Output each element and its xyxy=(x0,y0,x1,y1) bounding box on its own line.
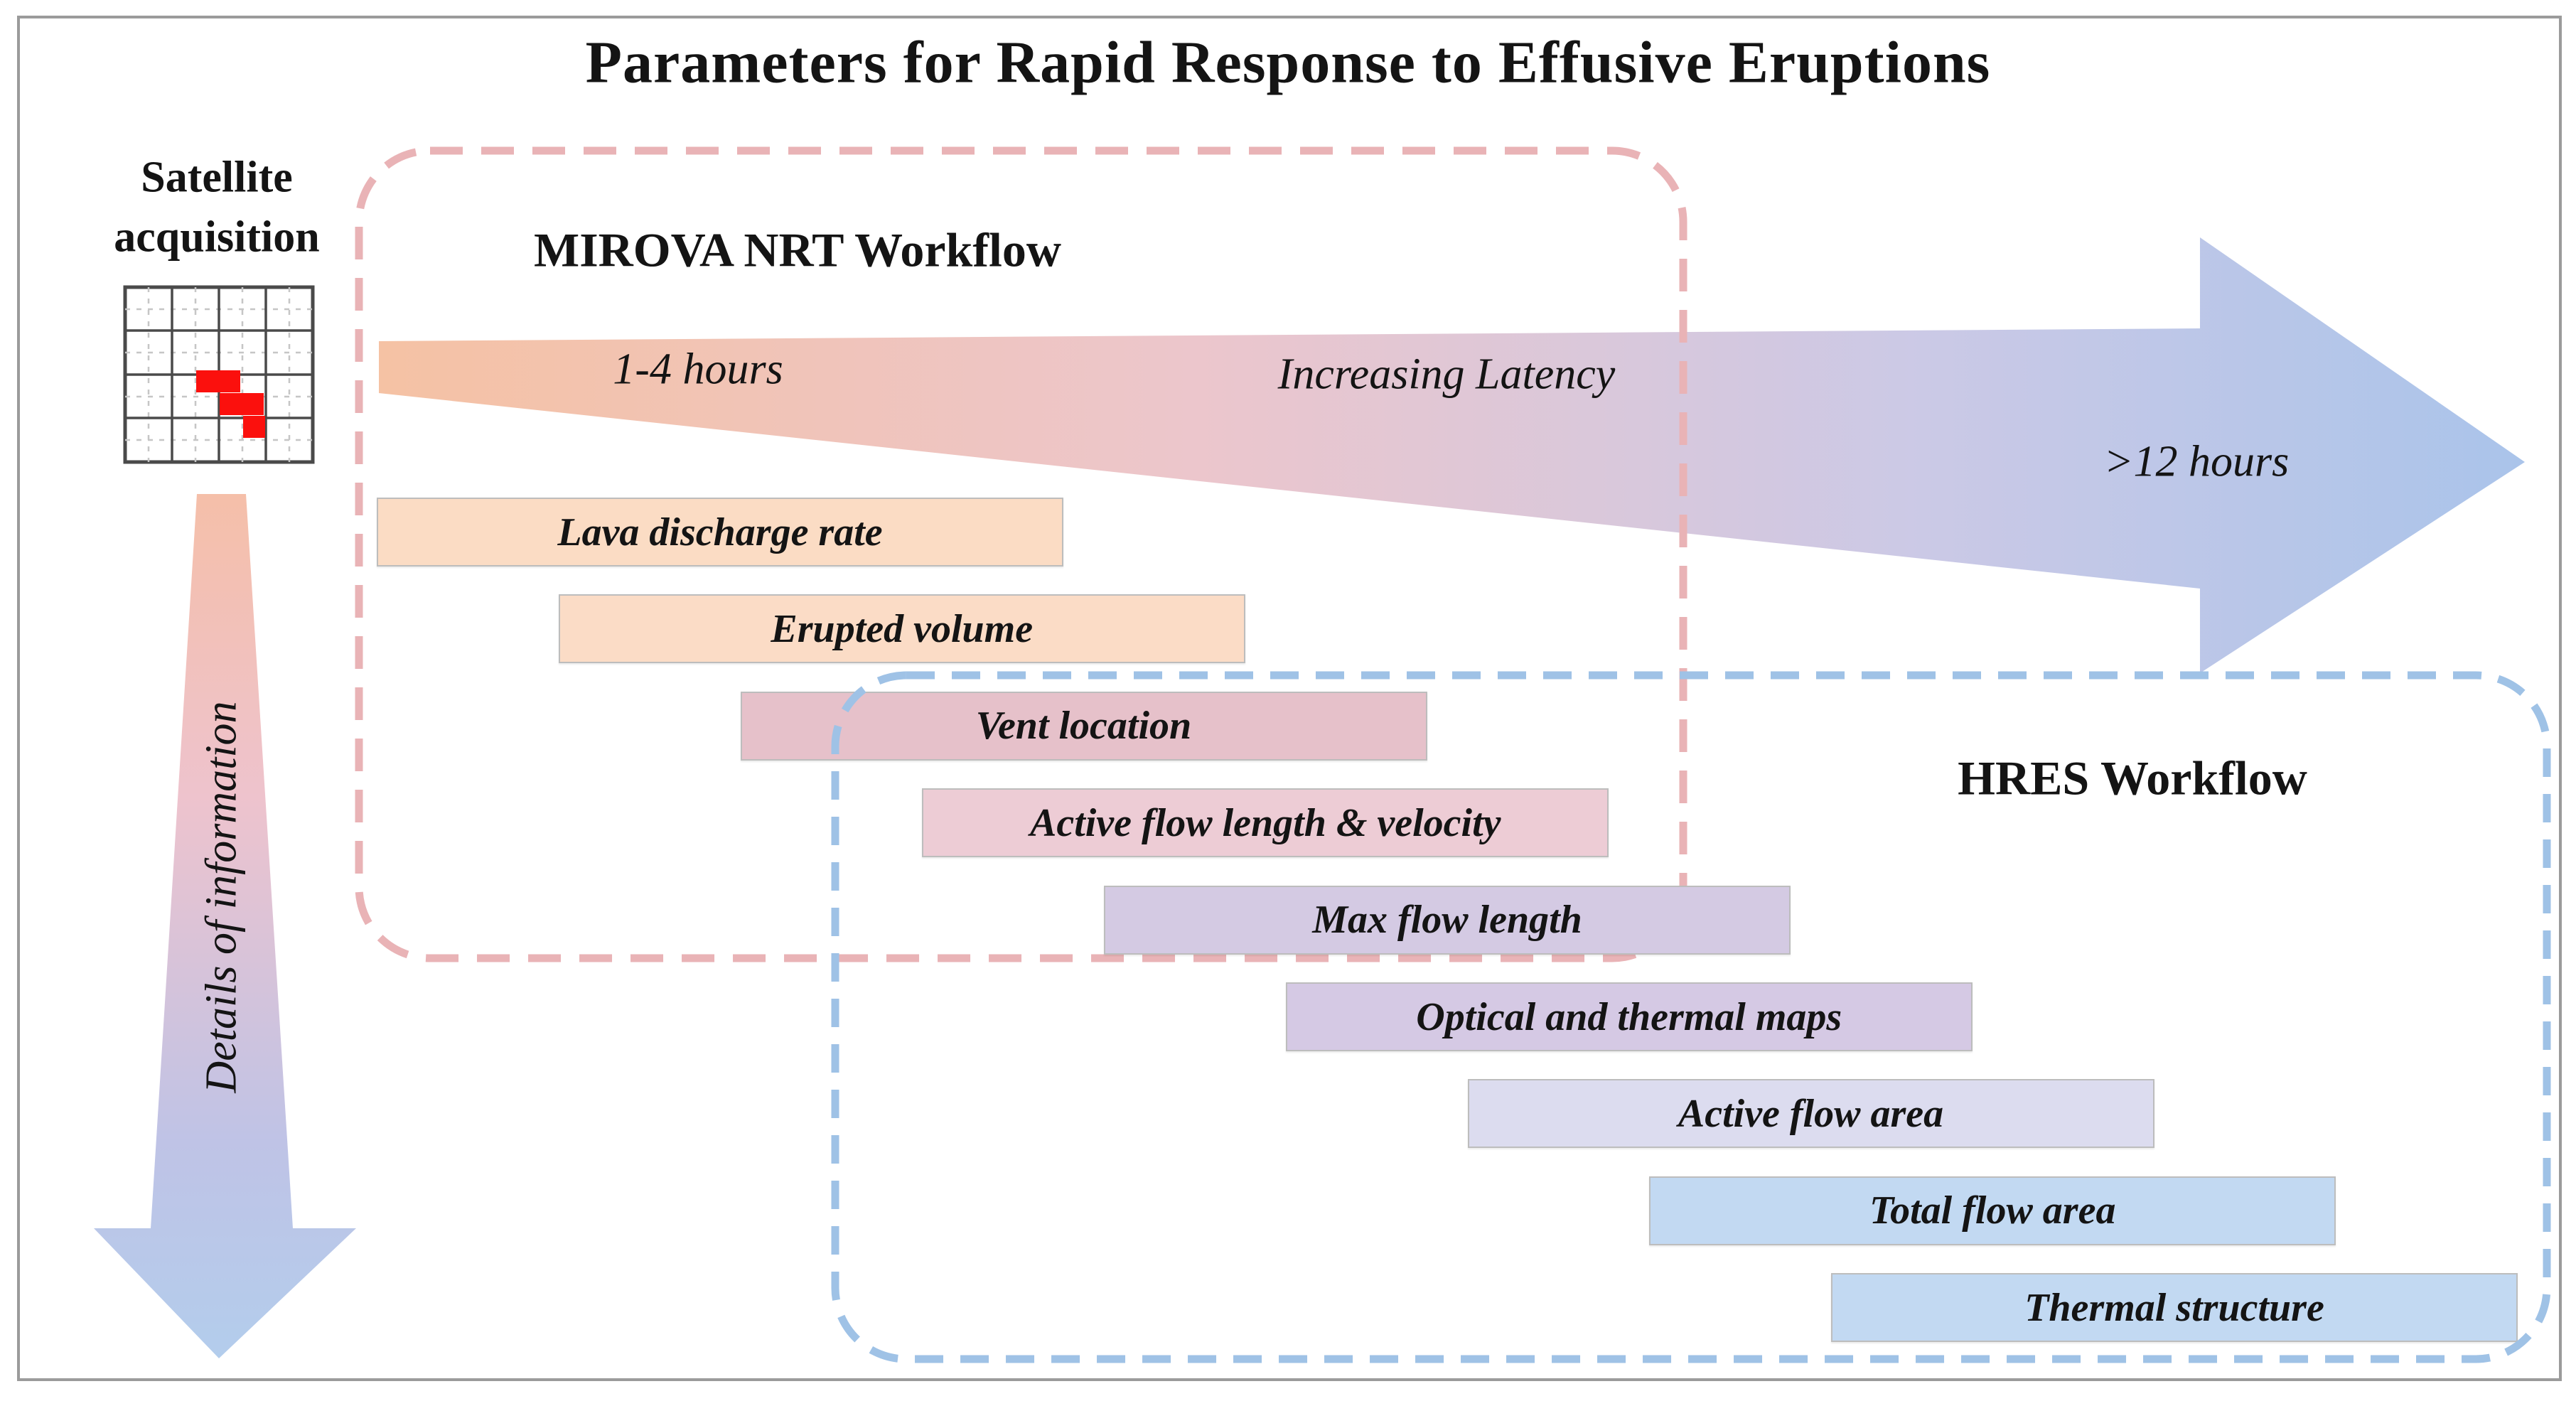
parameter-bar-label: Lava discharge rate xyxy=(557,510,883,554)
parameter-bar-label: Erupted volume xyxy=(771,606,1034,651)
hotspot-pixels xyxy=(196,370,265,438)
hres-workflow-box xyxy=(831,671,2551,1363)
satellite-grid-icon xyxy=(123,285,315,464)
parameter-bar: Total flow area xyxy=(1649,1176,2336,1245)
parameter-bar: Active flow area xyxy=(1467,1079,2154,1149)
mirova-workflow-box xyxy=(355,146,1687,962)
figure-border xyxy=(17,16,2562,1381)
satellite-acquisition-line1: Satellite xyxy=(141,153,293,202)
satellite-acquisition-line2: acquisition xyxy=(114,213,320,261)
parameter-bar: Erupted volume xyxy=(558,594,1245,664)
details-of-information-arrow xyxy=(94,494,356,1358)
increasing-latency-arrow xyxy=(379,237,2525,673)
parameter-bar: Max flow length xyxy=(1104,885,1791,955)
diagram-title: Parameters for Rapid Response to Effusiv… xyxy=(585,29,1991,96)
parameter-bar-label: Optical and thermal maps xyxy=(1416,994,1842,1039)
mirova-workflow-label: MIROVA NRT Workflow xyxy=(534,222,1061,277)
latency-middle-label: Increasing Latency xyxy=(1277,350,1616,399)
latency-end-label: >12 hours xyxy=(2103,437,2290,486)
parameter-bar: Thermal structure xyxy=(1831,1273,2518,1343)
parameter-bar-label: Active flow area xyxy=(1678,1091,1944,1136)
latency-start-label: 1-4 hours xyxy=(613,345,783,394)
parameter-bar-label: Vent location xyxy=(975,704,1192,748)
parameter-bar-label: Total flow area xyxy=(1869,1188,2116,1233)
parameter-bar: Optical and thermal maps xyxy=(1285,982,1973,1051)
parameter-bar: Lava discharge rate xyxy=(377,498,1063,567)
hres-workflow-label: HRES Workflow xyxy=(1958,751,2307,805)
satellite-acquisition-label: Satellite acquisition xyxy=(114,148,319,267)
parameter-bar-label: Max flow length xyxy=(1312,898,1582,943)
parameter-bar-label: Active flow length & velocity xyxy=(1029,800,1501,845)
parameter-bar: Active flow length & velocity xyxy=(922,788,1609,858)
details-of-information-label: Details of information xyxy=(197,701,246,1093)
parameter-bar-label: Thermal structure xyxy=(2024,1285,2324,1330)
